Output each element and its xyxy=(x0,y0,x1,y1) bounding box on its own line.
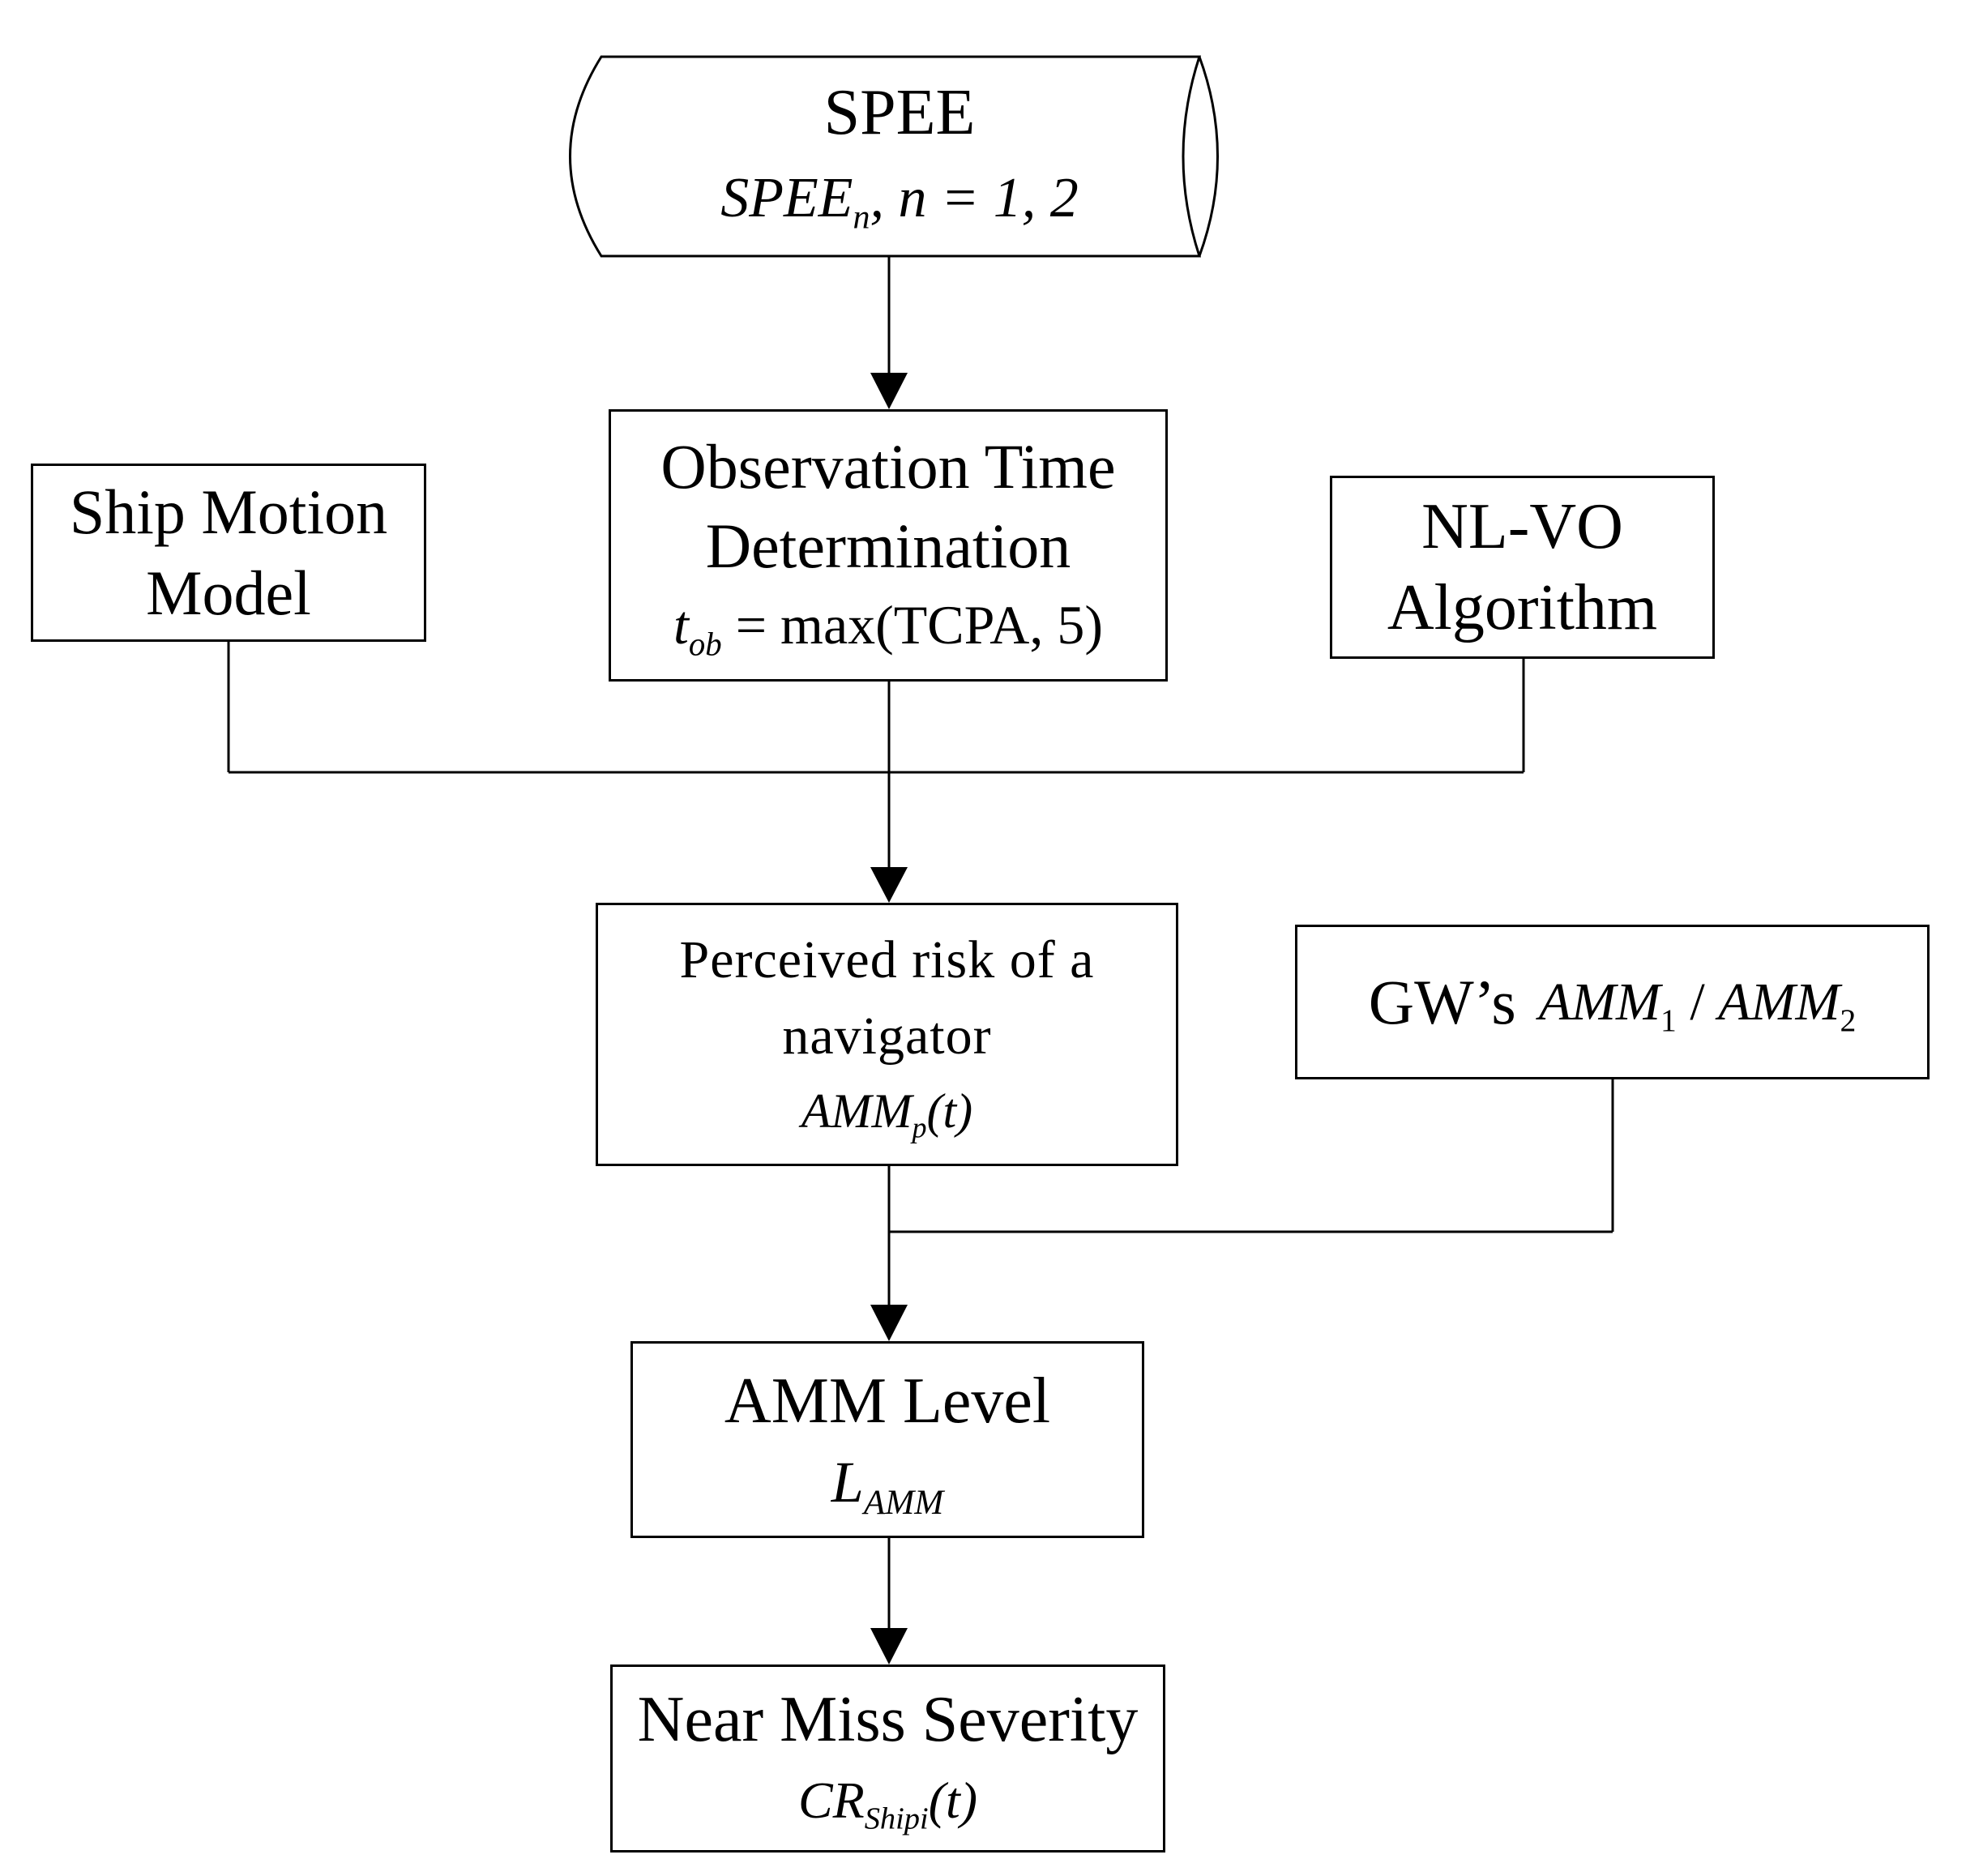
node-near-miss-severity: Near Miss Severity CRShipi(t) xyxy=(610,1664,1165,1852)
smm-line1: Ship Motion xyxy=(69,476,388,547)
node-speee: SPEE SPEEn, n = 1, 2 xyxy=(571,53,1228,256)
otd-formula-rest: = max(TCPA, 5) xyxy=(721,594,1103,656)
prn-formula-sub: p xyxy=(912,1111,927,1144)
nms-formula-rest: (t) xyxy=(928,1771,978,1829)
gw-formula-a-sub: 1 xyxy=(1660,1002,1677,1038)
speee-formula-base: SPEE xyxy=(720,167,853,229)
arrowhead-prn xyxy=(870,867,908,903)
speee-formula-sub: n xyxy=(853,199,870,237)
gw-formula-b-sub: 2 xyxy=(1840,1002,1857,1038)
nms-title: Near Miss Severity xyxy=(637,1684,1139,1755)
prn-formula-rest: (t) xyxy=(926,1083,973,1138)
amm-title: AMM Level xyxy=(724,1365,1051,1437)
nms-formula-base: CR xyxy=(797,1771,865,1829)
node-nl-vo-algorithm: NL-VO Algorithm xyxy=(1330,476,1715,659)
otd-formula: tob = max(TCPA, 5) xyxy=(673,586,1103,664)
gw-formula: AMM1 / AMM2 xyxy=(1539,962,1857,1043)
nms-formula-sub: Shipi xyxy=(864,1801,929,1836)
speee-formula-rest: , n = 1, 2 xyxy=(870,167,1079,229)
arrowhead-amm xyxy=(870,1305,908,1341)
speee-shape-right-curve xyxy=(1198,56,1219,257)
amm-formula: LAMM xyxy=(831,1443,943,1521)
nms-formula: CRShipi(t) xyxy=(798,1762,977,1840)
otd-formula-sub: ob xyxy=(688,626,722,663)
amm-formula-sub: AMM xyxy=(863,1483,944,1522)
otd-line1: Observation Time xyxy=(660,431,1116,502)
prn-formula-base: AMM xyxy=(801,1083,912,1138)
otd-formula-t: t xyxy=(673,594,689,656)
nlvo-line1: NL-VO xyxy=(1421,491,1623,562)
otd-line2: Determination xyxy=(705,511,1071,581)
gw-formula-sep: / xyxy=(1676,972,1719,1032)
gw-label: GW’s xyxy=(1368,966,1516,1037)
gw-formula-a: AMM xyxy=(1538,972,1661,1032)
speee-title: SPEE xyxy=(823,77,976,148)
prn-formula: AMMp(t) xyxy=(801,1075,972,1147)
node-gw-amm: GW’s AMM1 / AMM2 xyxy=(1295,925,1930,1079)
node-ship-motion-model: Ship Motion Model xyxy=(31,464,426,642)
nlvo-line2: Algorithm xyxy=(1387,572,1658,643)
node-perceived-risk: Perceived risk of a navigator AMMp(t) xyxy=(596,903,1178,1166)
node-amm-level: AMM Level LAMM xyxy=(630,1341,1144,1538)
prn-line1: Perceived risk of a xyxy=(679,929,1095,989)
arrowhead-nms xyxy=(870,1628,908,1664)
smm-line2: Model xyxy=(146,558,311,628)
prn-line2: navigator xyxy=(782,1006,992,1066)
node-observation-time: Observation Time Determination tob = max… xyxy=(609,409,1168,682)
amm-formula-base: L xyxy=(831,1449,864,1515)
speee-formula: SPEEn, n = 1, 2 xyxy=(720,160,1079,237)
speee-shape xyxy=(569,55,1202,258)
gw-formula-b: AMM xyxy=(1718,972,1840,1032)
arrowhead-otd xyxy=(870,373,908,409)
